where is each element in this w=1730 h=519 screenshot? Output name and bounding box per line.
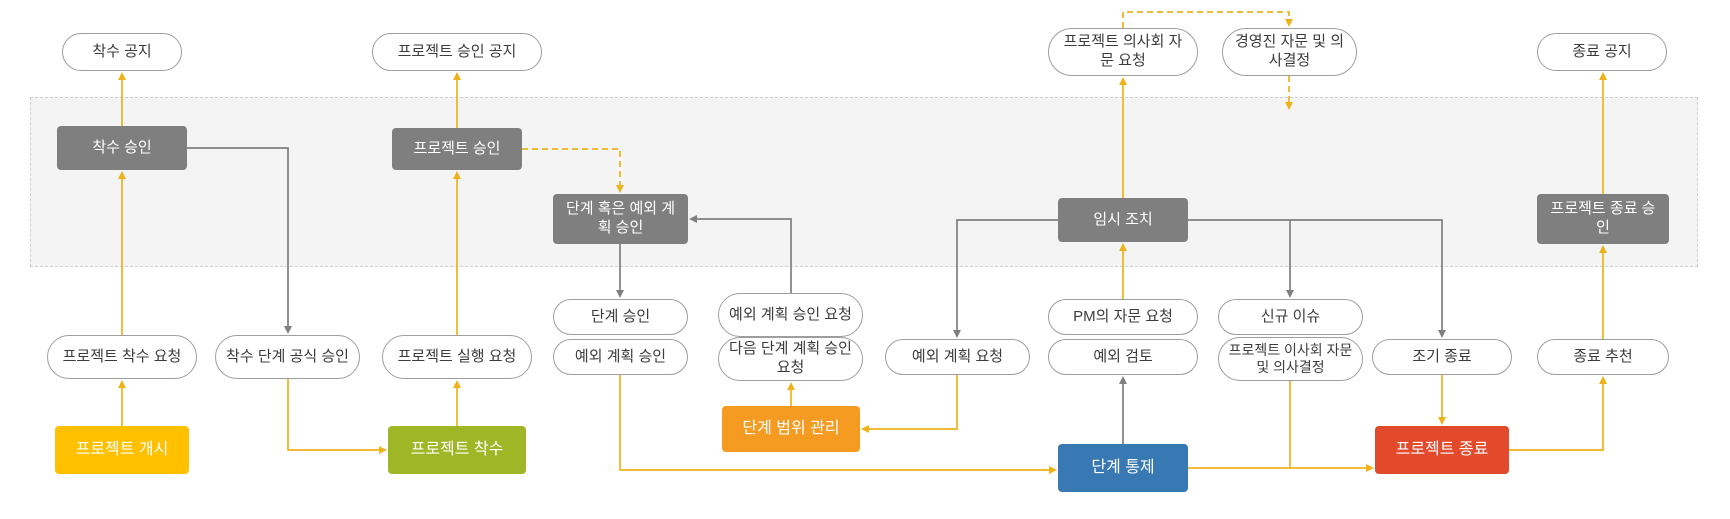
activity-authorize-stage-or-exception-plan: 단계 혹은 예외 계획 승인	[553, 194, 688, 244]
activity-authorize-project: 프로젝트 승인	[392, 128, 522, 170]
pill-exception-plan-approval-request: 예외 계획 승인 요청	[718, 293, 863, 337]
activity-ad-hoc-direction: 임시 조치	[1058, 198, 1188, 242]
notice-executive-advice-decision: 경영진 자문 및 의사결정	[1222, 28, 1357, 76]
pill-board-advice-and-decision: 프로젝트 이사회 자문 및 의사결정	[1218, 337, 1363, 381]
flow-closing-to-closure-recommendation	[1509, 376, 1607, 451]
pill-exception-plan-request: 예외 계획 요청	[885, 339, 1030, 375]
pill-exception-plan-approval: 예외 계획 승인	[553, 339, 688, 375]
pill-exception-review: 예외 검토	[1048, 339, 1198, 375]
pill-closure-recommendation: 종료 추천	[1537, 339, 1669, 375]
pill-new-issue: 신규 이슈	[1218, 299, 1363, 335]
process-controlling-stage: 단계 통제	[1058, 444, 1188, 492]
notice-board-advice-request: 프로젝트 의사회 자문 요청	[1048, 28, 1198, 76]
project-board-band	[30, 97, 1698, 267]
pill-next-stage-plan-approval-request: 다음 단계 계획 승인 요청	[718, 337, 863, 381]
process-initiating: 프로젝트 착수	[388, 426, 526, 474]
notice-project-approval: 프로젝트 승인 공지	[372, 33, 542, 71]
pill-execution-request: 프로젝트 실행 요청	[382, 335, 532, 379]
activity-authorize-initiation: 착수 승인	[57, 126, 187, 170]
flow-board-advice-request-to-executive	[1122, 11, 1293, 28]
process-starting-up: 프로젝트 개시	[55, 426, 189, 474]
process-closing: 프로젝트 종료	[1375, 426, 1509, 474]
flow-formal-approval-to-initiating	[287, 379, 387, 454]
notice-startup: 착수 공지	[62, 33, 182, 71]
process-stage-boundary: 단계 범위 관리	[722, 406, 860, 452]
notice-closure: 종료 공지	[1537, 33, 1667, 71]
activity-authorize-closure: 프로젝트 종료 승인	[1537, 194, 1669, 244]
pill-formal-initiation-stage-approval: 착수 단계 공식 승인	[215, 335, 360, 379]
flow-exception-plan-request-to-stage-boundary	[861, 375, 958, 433]
pill-pm-advice-request: PM의 자문 요청	[1048, 299, 1198, 335]
pill-initiation-request: 프로젝트 착수 요청	[47, 335, 197, 379]
pill-early-closure: 조기 종료	[1372, 339, 1512, 375]
pill-stage-approval: 단계 승인	[553, 299, 688, 335]
